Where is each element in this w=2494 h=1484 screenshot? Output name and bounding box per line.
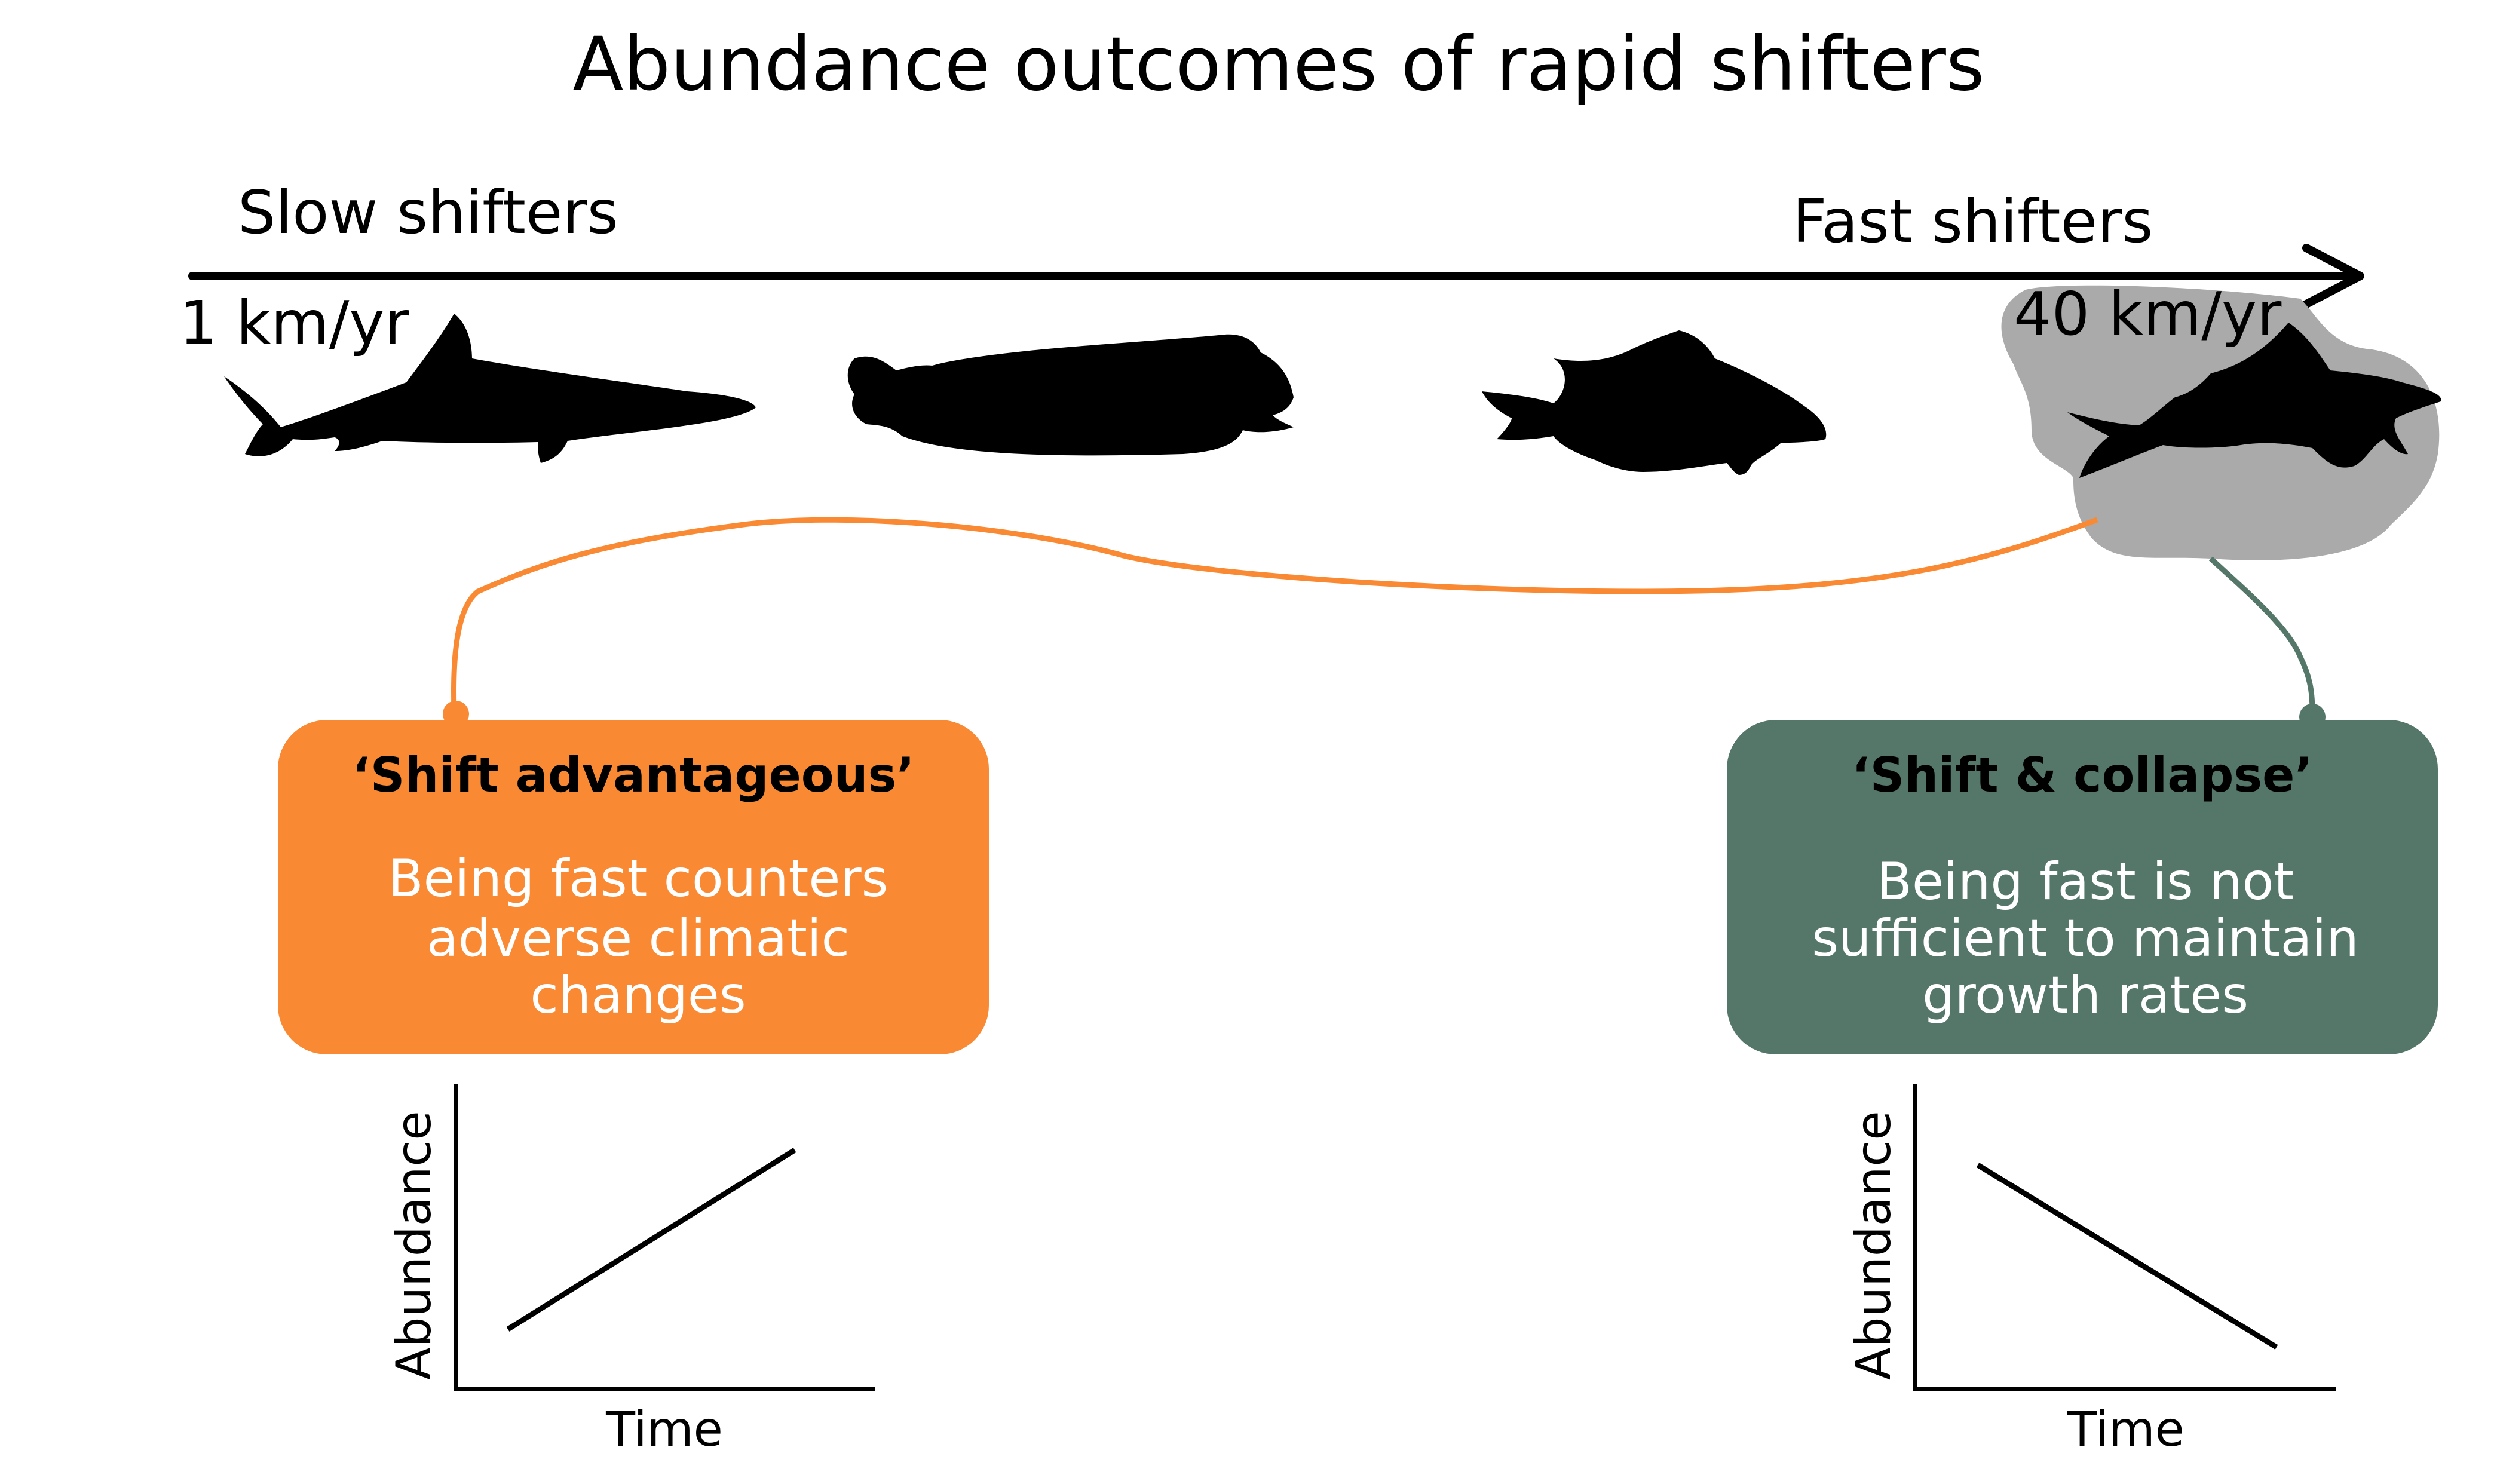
right-plot-ylabel: Abundance [1846,1111,1901,1380]
speed-axis-arrow [188,244,2364,308]
fast-rate-label: 40 km/yr [2014,279,2282,349]
gurnard-silhouette-icon [2067,323,2441,478]
shift-collapse-text-line3: growth rates [1922,965,2248,1025]
slow-shifters-label: Slow shifters [238,177,618,247]
slow-rate-label: 1 km/yr [179,288,410,358]
shift-advantageous-box: ‘Shift advantageous’ Being fast counters… [278,720,989,1054]
fast-shifters-label: Fast shifters [1793,186,2153,256]
right-plot-xlabel: Time [2067,1402,2184,1457]
right-plot-axes [1913,1084,2336,1391]
shift-advantageous-text-line2: adverse climatic [427,909,850,968]
shift-advantageous-text-line1: Being fast counters [388,849,888,909]
shift-advantageous-title: ‘Shift advantageous’ [352,747,914,803]
shift-collapse-title: ‘Shift & collapse’ [1852,747,2313,803]
wolffish-silhouette-icon [847,334,1294,456]
haddock-silhouette-icon [1482,330,1827,475]
page-title: Abundance outcomes of rapid shifters [573,22,1985,108]
left-abundance-plot: Abundance Time [386,1084,875,1457]
left-plot-trend-line [506,1148,796,1332]
shark-silhouette-icon [224,314,756,463]
left-plot-axes [454,1084,875,1391]
left-plot-xlabel: Time [605,1402,723,1457]
right-abundance-plot: Abundance Time [1846,1084,2336,1457]
shift-collapse-box: ‘Shift & collapse’ Being fast is not suf… [1727,720,2438,1054]
collapse-connector-line [2208,556,2315,718]
right-plot-trend-line [1976,1163,2278,1350]
shift-advantageous-text-line3: changes [530,965,746,1025]
advantageous-connector-line [451,517,2098,712]
left-plot-ylabel: Abundance [386,1111,442,1380]
shift-collapse-text-line2: sufficient to maintain [1812,909,2358,968]
shift-collapse-text-line1: Being fast is not [1877,852,2294,912]
